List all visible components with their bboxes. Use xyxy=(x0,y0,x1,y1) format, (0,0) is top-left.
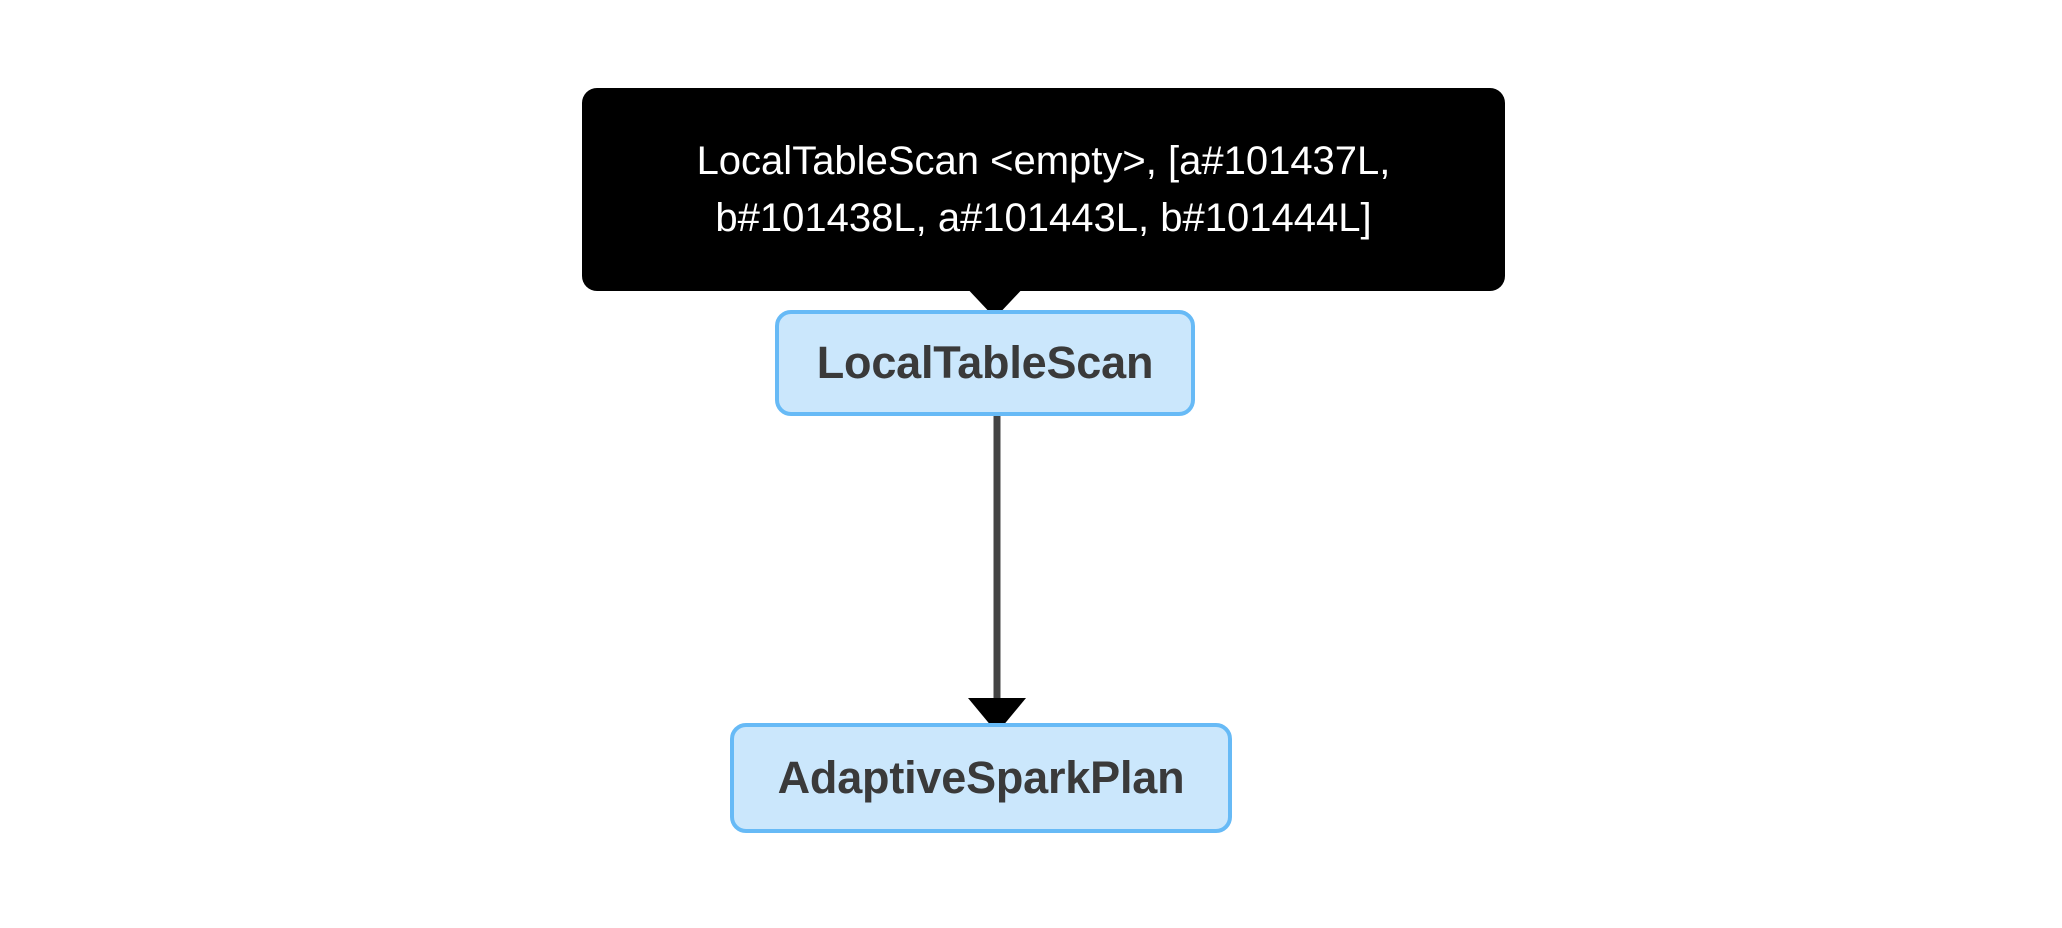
graph-node-localtablescan-label: LocalTableScan xyxy=(816,337,1154,388)
graph-node-localtablescan[interactable]: LocalTableScan xyxy=(775,310,1195,416)
plan-tooltip: LocalTableScan <empty>, [a#101437L, b#10… xyxy=(582,88,1505,291)
graph-node-adaptivesparkplan[interactable]: AdaptiveSparkPlan xyxy=(730,723,1232,833)
graph-node-adaptivesparkplan-label: AdaptiveSparkPlan xyxy=(777,752,1185,803)
plan-tooltip-text: LocalTableScan <empty>, [a#101437L, b#10… xyxy=(696,138,1391,240)
